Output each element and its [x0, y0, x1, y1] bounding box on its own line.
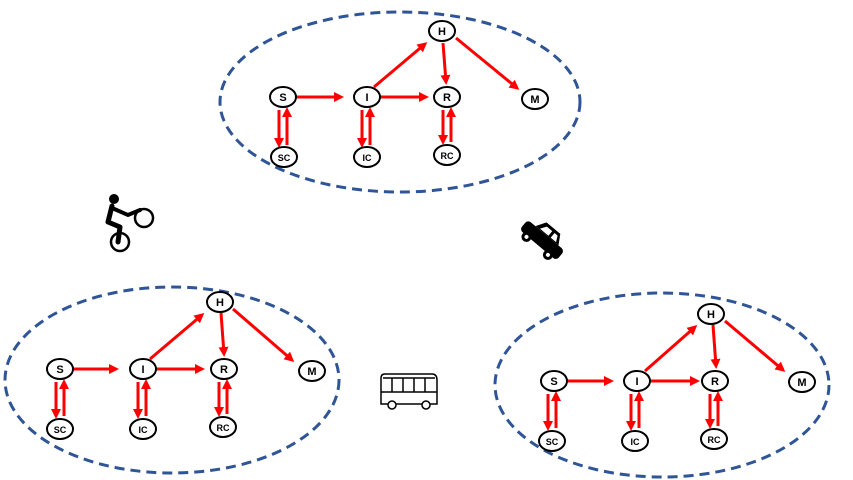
node-label: RC	[217, 423, 230, 433]
node-i: I	[129, 358, 157, 380]
node-label: SC	[54, 425, 67, 435]
edge-h-to-m	[232, 307, 295, 362]
node-label: I	[141, 364, 144, 376]
car-icon	[521, 221, 563, 260]
edge-h-to-m	[724, 319, 786, 372]
node-s: S	[540, 370, 568, 392]
edge-i-to-h	[644, 325, 698, 373]
cluster-boundary	[3, 285, 341, 475]
node-r: R	[701, 370, 729, 392]
node-label: RC	[708, 435, 721, 445]
edges	[274, 36, 520, 148]
node-m: M	[521, 88, 549, 110]
edge-h-to-r	[440, 42, 451, 85]
node-ic: IC	[621, 430, 649, 452]
bottom-left-compartment-group: S I R H M SC IC RC	[3, 285, 341, 475]
node-sc: SC	[270, 146, 298, 168]
node-i: I	[353, 86, 381, 108]
node-label: IC	[631, 437, 641, 447]
edge-h-to-r	[710, 324, 721, 369]
node-s: S	[46, 358, 74, 380]
node-label: IC	[139, 425, 149, 435]
node-m: M	[298, 360, 326, 382]
node-label: R	[711, 376, 719, 388]
node-label: M	[307, 366, 316, 378]
node-label: H	[707, 309, 715, 321]
node-h: H	[697, 303, 725, 325]
node-rc: RC	[700, 428, 728, 450]
node-ic: IC	[353, 146, 381, 168]
node-label: M	[797, 377, 806, 389]
node-label: R	[220, 364, 228, 376]
node-r: R	[210, 358, 238, 380]
node-label: SC	[546, 437, 559, 447]
edge-h-to-m	[455, 36, 520, 90]
node-label: I	[365, 92, 368, 104]
node-s: S	[269, 86, 297, 108]
edge-i-to-h	[373, 42, 428, 89]
bus-icon	[380, 373, 438, 410]
node-m: M	[788, 371, 816, 393]
node-label: S	[279, 92, 286, 104]
edge-i-to-h	[149, 313, 205, 361]
node-label: S	[550, 376, 557, 388]
node-label: SC	[278, 153, 291, 163]
cluster-boundary	[218, 10, 582, 194]
node-r: R	[433, 86, 461, 108]
edge-h-to-r	[218, 312, 229, 357]
node-ic: IC	[129, 418, 157, 440]
node-label: I	[635, 376, 638, 388]
bicycle-icon	[105, 194, 155, 253]
node-sc: SC	[46, 418, 74, 440]
node-label: H	[438, 26, 446, 38]
node-label: R	[443, 92, 451, 104]
bottom-right-compartment-group: S I R H M SC IC RC	[493, 291, 831, 479]
cluster-boundary	[493, 291, 831, 479]
node-label: H	[216, 297, 224, 309]
top-compartment-group: S I R H M SC IC RC	[218, 10, 582, 194]
node-label: M	[530, 94, 539, 106]
node-rc: RC	[433, 144, 461, 166]
node-rc: RC	[209, 416, 237, 438]
node-h: H	[206, 291, 234, 313]
node-label: IC	[363, 153, 373, 163]
node-i: I	[623, 370, 651, 392]
edges	[51, 307, 295, 419]
node-label: S	[56, 364, 63, 376]
edges	[543, 319, 786, 431]
node-label: RC	[441, 151, 454, 161]
node-sc: SC	[538, 430, 566, 452]
node-h: H	[428, 20, 456, 42]
